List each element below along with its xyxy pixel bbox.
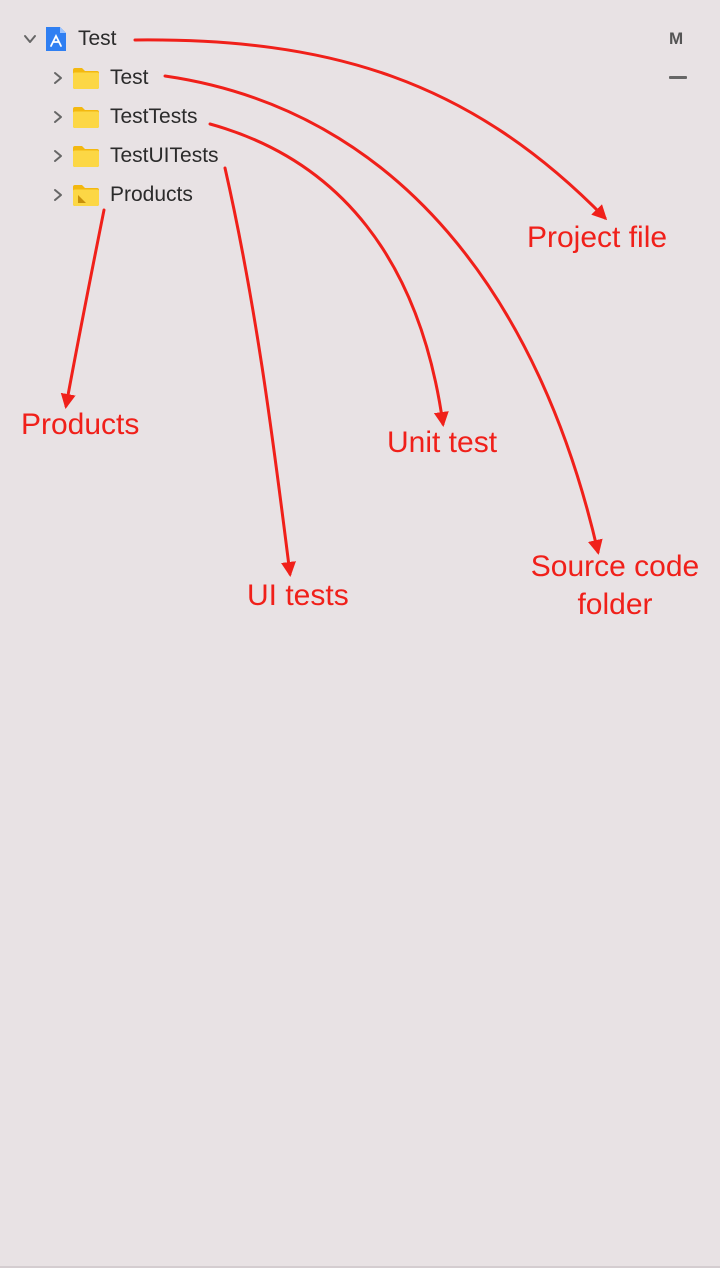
- folder-icon: [73, 107, 99, 128]
- xcode-project-icon: [46, 27, 66, 51]
- annotation-project-file: Project file: [527, 221, 668, 254]
- tree-row-testtests-folder[interactable]: TestTests: [50, 100, 198, 134]
- annotation-products: Products: [21, 408, 140, 441]
- tree-row-label: Products: [110, 183, 193, 206]
- folder-icon: [73, 146, 99, 167]
- chevron-right-icon[interactable]: [50, 109, 66, 125]
- tree-row-project[interactable]: Test: [22, 22, 117, 56]
- divider: [0, 1266, 720, 1268]
- chevron-right-icon[interactable]: [50, 187, 66, 203]
- tree-row-label: Test: [78, 27, 117, 50]
- folder-icon: [73, 68, 99, 89]
- chevron-down-icon[interactable]: [22, 31, 38, 47]
- chevron-right-icon[interactable]: [50, 70, 66, 86]
- tree-row-label: TestUITests: [110, 144, 219, 167]
- annotation-ui-tests: UI tests: [247, 579, 349, 612]
- source-control-status-dash: —: [669, 76, 687, 79]
- arrow-project-file: [133, 38, 608, 221]
- arrow-source-code-folder: [163, 74, 603, 555]
- chevron-right-icon[interactable]: [50, 148, 66, 164]
- tree-row-testuitests-folder[interactable]: TestUITests: [50, 139, 219, 173]
- tree-row-test-folder[interactable]: Test: [50, 61, 149, 95]
- arrow-unit-test: [208, 122, 449, 427]
- tree-row-products-folder[interactable]: Products: [50, 178, 193, 212]
- tree-row-label: Test: [110, 66, 149, 89]
- arrow-ui-tests: [223, 166, 296, 577]
- annotation-unit-test: Unit test: [387, 426, 498, 459]
- source-control-status-modified: M: [669, 29, 684, 48]
- products-folder-icon: [73, 185, 99, 206]
- annotation-source-code-folder: Source code folder: [520, 548, 710, 624]
- arrow-products: [60, 208, 106, 409]
- annotation-source-line-2: folder: [577, 588, 653, 621]
- tree-row-label: TestTests: [110, 105, 198, 128]
- annotation-source-line-1: Source code: [530, 550, 700, 583]
